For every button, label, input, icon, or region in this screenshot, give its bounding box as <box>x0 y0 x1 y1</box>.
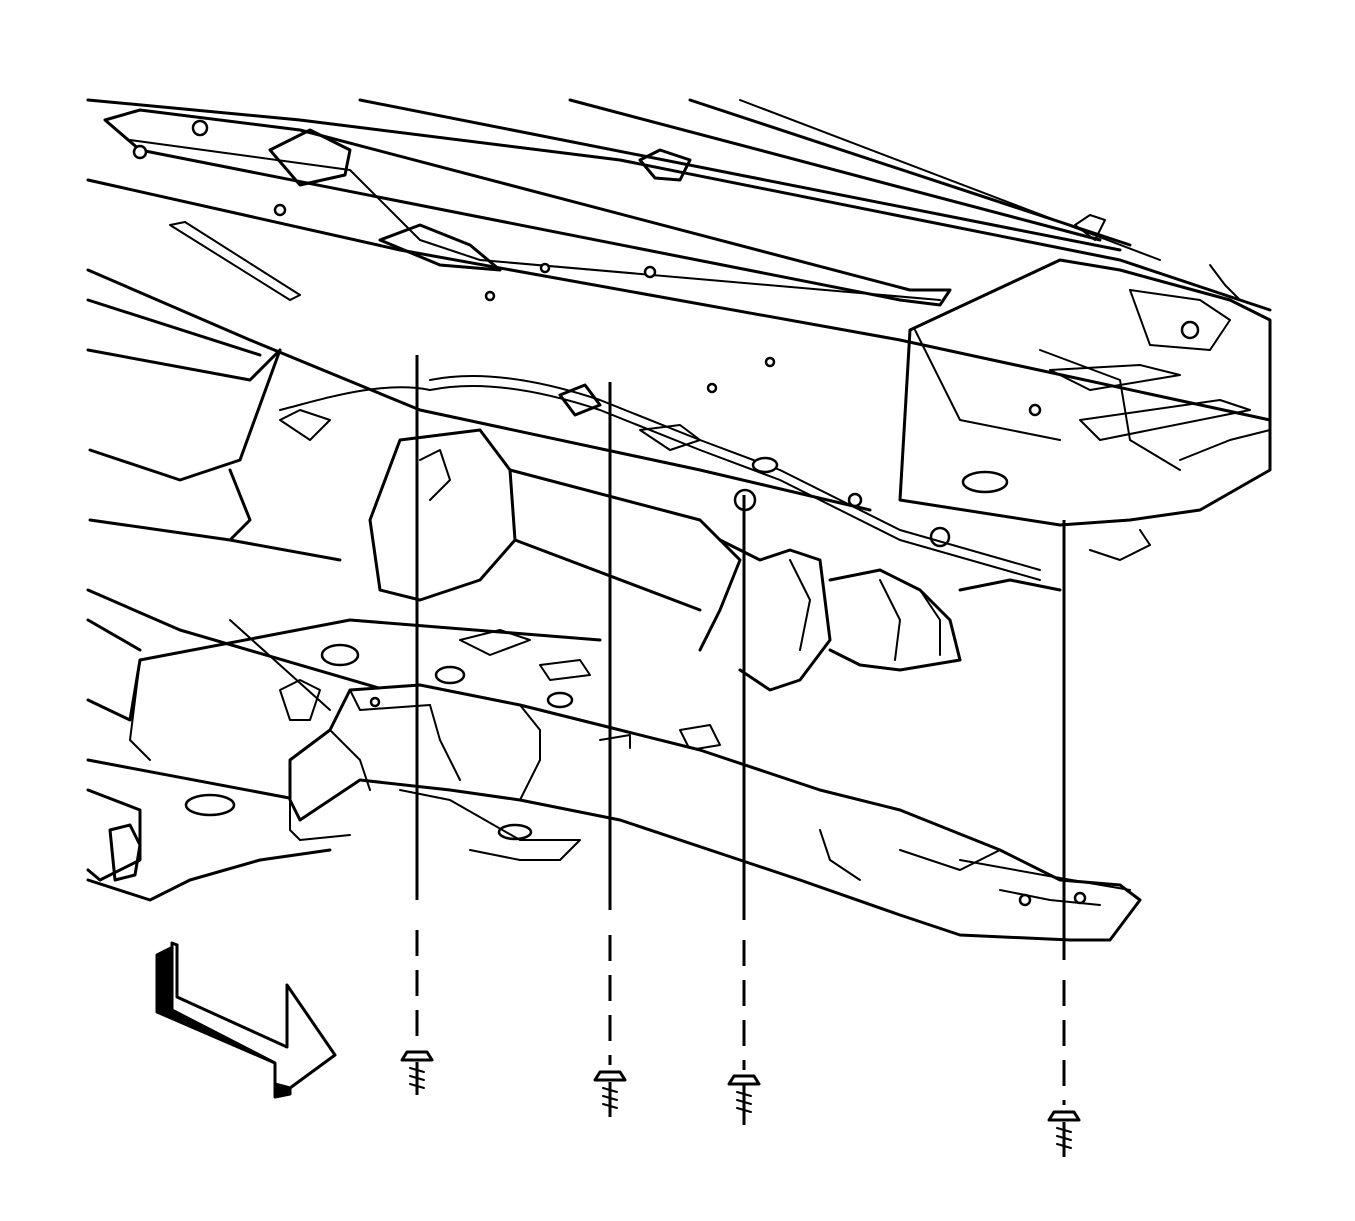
fastener-leader-lines <box>415 355 1066 1105</box>
bolt-4 <box>1047 1110 1081 1157</box>
underbody-shield <box>288 683 1142 942</box>
right-crossmember-bracket <box>898 214 1272 548</box>
bolt-2 <box>593 1070 627 1117</box>
lower-floor-rail <box>86 588 721 902</box>
upper-floor-pan <box>86 98 1272 422</box>
front-direction-arrow-icon <box>155 941 337 1099</box>
bolt-3 <box>727 1074 761 1125</box>
bolt-1 <box>400 1050 434 1095</box>
exhaust-system <box>86 268 1151 692</box>
